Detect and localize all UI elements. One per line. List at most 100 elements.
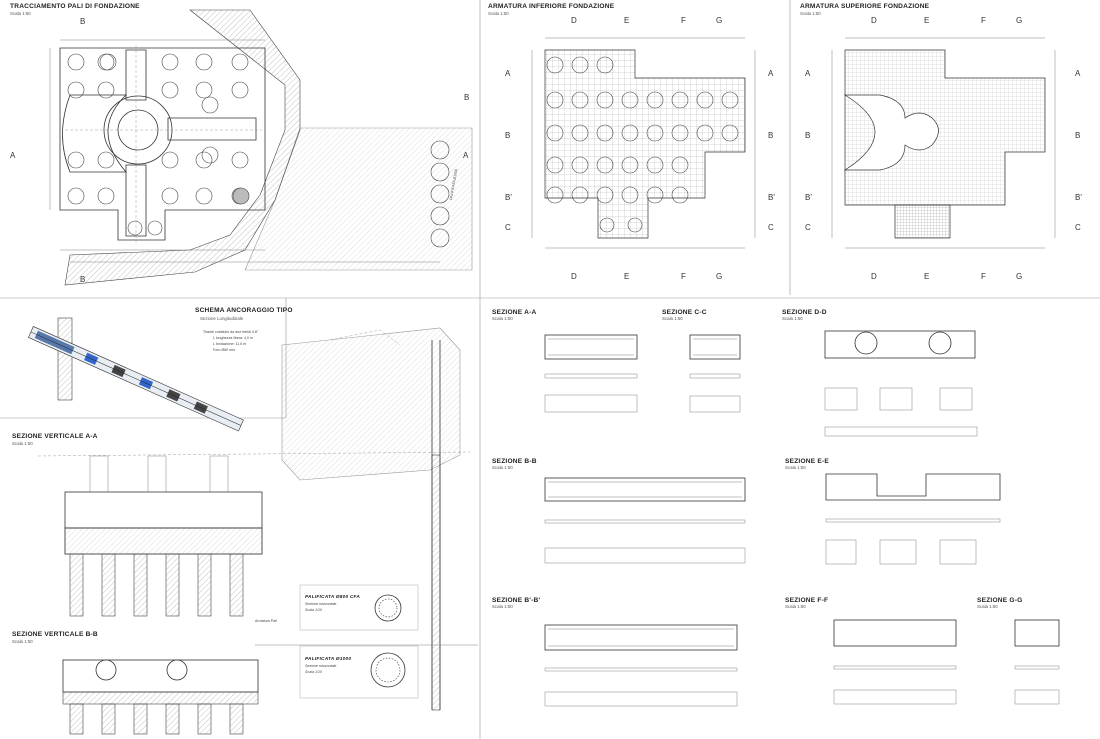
pile-grid: [67, 53, 250, 236]
pile-row-label: PALIFICATA Ø1000: [449, 169, 458, 201]
pile-circle: [721, 124, 739, 142]
marker-d-top: D: [871, 16, 877, 25]
pile-column: [101, 553, 116, 617]
anchor-tendon: [28, 326, 244, 432]
marker-b-left: B: [505, 131, 510, 140]
panel-title: SCHEMA ANCORAGGIO TIPO: [195, 307, 293, 314]
pile-circle: [231, 81, 249, 99]
pile-column: [69, 553, 84, 617]
section-scale: Scala 1:50: [492, 316, 513, 321]
marker-c-right: C: [1075, 223, 1081, 232]
pile-circle: [596, 56, 614, 74]
pile-column: [133, 553, 148, 617]
marker-e-top: E: [624, 16, 629, 25]
panel-sezione-verticale-bb: SEZIONE VERTICALE B-B Scala 1:50: [12, 631, 259, 735]
pile-column: [209, 455, 229, 493]
pile-circle: [67, 187, 85, 205]
pile-circle: [546, 124, 564, 142]
detail-sub: Sezione orizzontale: [305, 664, 336, 668]
terrain-section: [281, 327, 461, 481]
retaining-wall: [64, 9, 301, 286]
marker-b-right: B: [768, 131, 773, 140]
pile-circle: [646, 124, 664, 142]
sezione-bb: SEZIONE B-B Scala 1:50: [492, 458, 746, 564]
marker-e-top: E: [924, 16, 929, 25]
panel-armatura-inferiore: ARMATURA INFERIORE FONDAZIONE Scala 1:50…: [488, 3, 775, 281]
marker-f-bottom: F: [681, 272, 686, 281]
pile-circle: [571, 186, 589, 204]
section-scale: Scala 1:50: [662, 316, 683, 321]
pile-circle: [201, 96, 219, 114]
pile-circle: [195, 151, 213, 169]
panel-tracciamento: TRACCIAMENTO PALI DI FONDAZIONE Scala 1:…: [10, 3, 473, 286]
pile-circle: [671, 156, 689, 174]
marker-a-right: A: [768, 69, 774, 78]
panel-scale: Scala 1:50: [488, 11, 509, 16]
pile-circle: [546, 56, 564, 74]
pile-circle: [97, 53, 115, 71]
pile-circle: [596, 186, 614, 204]
pile-circle: [646, 91, 664, 109]
pile-circle: [430, 162, 450, 182]
detail-scale: Scala 1/10: [305, 608, 322, 612]
pile-circle: [161, 81, 179, 99]
pile-circle: [571, 124, 589, 142]
marker-c-left: C: [805, 223, 811, 232]
marker-b1-right: B': [1075, 193, 1082, 202]
pile-circle: [596, 156, 614, 174]
marker-a-left: A: [805, 69, 811, 78]
pile-columns-bb: [69, 703, 244, 735]
panel-scale: Scala 1:50: [12, 639, 33, 644]
pile-circle: [571, 91, 589, 109]
pile-circle: [621, 91, 639, 109]
pile-circle: [430, 206, 450, 226]
pile-circle: [671, 186, 689, 204]
pile-grid-lower: [546, 56, 739, 233]
panel-scale: Scala 1:50: [12, 441, 33, 446]
pile-circle: [67, 151, 85, 169]
marker-g-bottom: G: [1016, 272, 1022, 281]
pile-column: [197, 553, 212, 617]
marker-f-top: F: [981, 16, 986, 25]
marker-b-right: B: [464, 93, 469, 102]
pile-circle: [147, 220, 163, 236]
pile-circle: [201, 146, 219, 164]
section-title: SEZIONE A-A: [492, 309, 536, 316]
pile-circle: [671, 91, 689, 109]
pile-circle: [232, 187, 250, 205]
pile-circle: [627, 217, 643, 233]
sezione-ff: SEZIONE F-F Scala 1:50: [785, 597, 957, 705]
note-line: L fondazione: 11,0 m: [213, 342, 246, 346]
detail-title: PALIFICATA Ø1000: [305, 656, 351, 662]
pile-circle: [161, 151, 179, 169]
pile-column: [147, 455, 167, 493]
pile-circle: [671, 124, 689, 142]
pile-circle: [97, 81, 115, 99]
section-title: SEZIONE C-C: [662, 309, 707, 316]
marker-b-left: B: [805, 131, 810, 140]
pile-circle: [195, 53, 213, 71]
marker-d-top: D: [571, 16, 577, 25]
pile-circle: [161, 187, 179, 205]
pile-column: [229, 703, 244, 735]
panel-title: TRACCIAMENTO PALI DI FONDAZIONE: [10, 3, 140, 10]
pile-column: [197, 703, 212, 735]
marker-a-right: A: [1075, 69, 1081, 78]
pile-circle: [430, 228, 450, 248]
rebar-tail: [894, 204, 951, 239]
pile-column: [133, 703, 148, 735]
section-scale: Scala 1:50: [785, 604, 806, 609]
pile-circle: [99, 53, 117, 71]
pile-circle: [621, 186, 639, 204]
marker-e-bottom: E: [924, 272, 929, 281]
marker-f-bottom: F: [981, 272, 986, 281]
pile-circle: [646, 156, 664, 174]
panel-title: SEZIONE VERTICALE B-B: [12, 631, 98, 638]
pile-column: [229, 553, 244, 617]
pile-circle: [195, 81, 213, 99]
note-line: Foro Ø80 mm: [213, 348, 235, 352]
marker-b-top: B: [80, 17, 85, 26]
marker-b1-right: B': [768, 193, 775, 202]
section-scale: Scala 1:50: [782, 316, 803, 321]
section-title: SEZIONE D-D: [782, 309, 827, 316]
